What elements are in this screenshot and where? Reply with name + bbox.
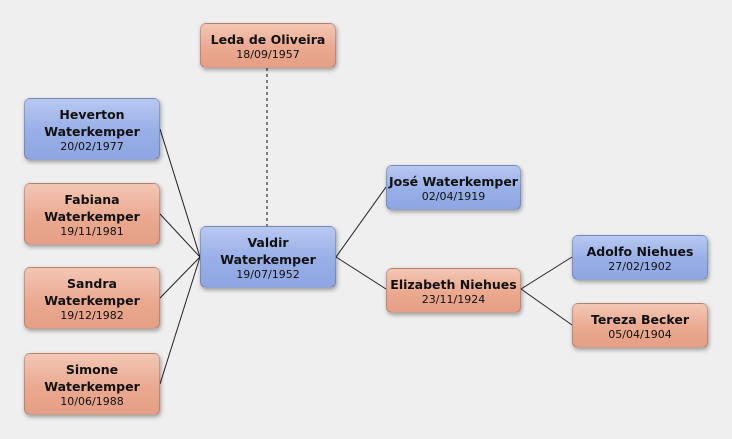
person-name: Adolfo Niehues xyxy=(586,243,694,259)
parent-link-adolfo xyxy=(520,256,573,290)
person-birth-date: 19/07/1952 xyxy=(236,267,300,281)
person-node-valdir[interactable]: Valdir Waterkemper 19/07/1952 xyxy=(200,226,336,288)
person-birth-date: 20/02/1977 xyxy=(60,139,124,153)
parent-link-elizabeth xyxy=(335,256,387,290)
person-name: José Waterkemper xyxy=(389,173,518,189)
person-node-elizabeth[interactable]: Elizabeth Niehues 23/11/1924 xyxy=(386,268,521,313)
person-node-simone[interactable]: Simone Waterkemper 10/06/1988 xyxy=(24,353,160,415)
parent-link-jose xyxy=(335,186,387,258)
person-birth-date: 05/04/1904 xyxy=(608,327,672,341)
person-node-heverton[interactable]: Heverton Waterkemper 20/02/1977 xyxy=(24,98,160,160)
child-link-fabiana xyxy=(159,213,201,258)
person-node-leda[interactable]: Leda de Oliveira 18/09/1957 xyxy=(200,23,336,68)
child-link-heverton xyxy=(159,128,201,258)
person-birth-date: 19/12/1982 xyxy=(60,308,124,322)
person-node-adolfo[interactable]: Adolfo Niehues 27/02/1902 xyxy=(572,235,708,280)
person-name: Fabiana Waterkemper xyxy=(44,191,140,224)
person-birth-date: 02/04/1919 xyxy=(421,189,486,203)
person-birth-date: 19/11/1981 xyxy=(60,224,124,238)
person-node-jose[interactable]: José Waterkemper 02/04/1919 xyxy=(386,165,521,210)
child-link-sandra xyxy=(159,256,201,299)
person-birth-date: 23/11/1924 xyxy=(421,292,486,306)
person-node-sandra[interactable]: Sandra Waterkemper 19/12/1982 xyxy=(24,267,160,329)
person-name: Leda de Oliveira xyxy=(210,31,326,47)
person-name: Tereza Becker xyxy=(590,311,690,327)
person-node-tereza[interactable]: Tereza Becker 05/04/1904 xyxy=(572,303,708,348)
person-name: Simone Waterkemper xyxy=(44,361,140,394)
person-birth-date: 10/06/1988 xyxy=(60,394,124,408)
person-birth-date: 27/02/1902 xyxy=(608,259,672,273)
person-name: Elizabeth Niehues xyxy=(390,276,517,292)
person-name: Sandra Waterkemper xyxy=(44,275,140,308)
parent-link-tereza xyxy=(520,288,573,326)
person-birth-date: 18/09/1957 xyxy=(236,47,300,61)
person-node-fabiana[interactable]: Fabiana Waterkemper 19/11/1981 xyxy=(24,183,160,245)
person-name: Heverton Waterkemper xyxy=(44,106,140,139)
child-link-simone xyxy=(159,256,201,385)
person-name: Valdir Waterkemper xyxy=(220,234,316,267)
